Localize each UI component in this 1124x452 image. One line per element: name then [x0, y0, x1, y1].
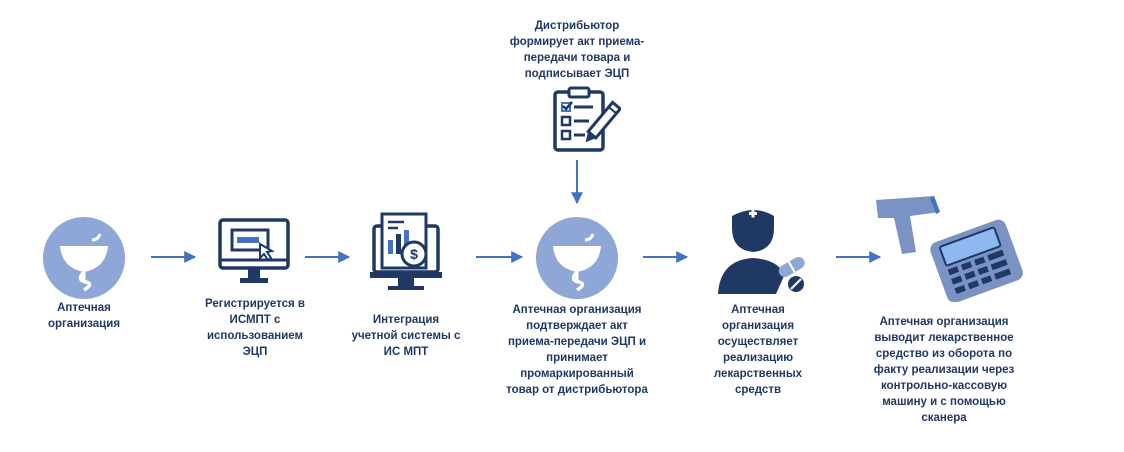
svg-text:$: $ — [410, 246, 418, 262]
pharmacy-symbol-icon — [42, 216, 126, 300]
pharmacist-icon — [716, 206, 808, 296]
distributor-label: Дистрибьютор формирует акт приема- перед… — [509, 20, 645, 80]
pharmacy-symbol-icon — [535, 216, 619, 300]
accounting-system-icon: $ — [368, 212, 444, 292]
computer-monitor-icon — [218, 218, 290, 288]
step4-label: Аптечная организация подтверждает акт пр… — [506, 304, 648, 396]
barcode-scanner-cash-register-icon — [874, 190, 1026, 303]
step2-label: Регистрируется в ИСМПТ с использованием … — [205, 298, 305, 358]
clipboard-checklist-icon — [549, 86, 623, 154]
step6-label: Аптечная организация выводит лекарственн… — [873, 316, 1015, 424]
step5-label: Аптечная организация осуществляет реализ… — [713, 304, 803, 396]
step3-label: Интеграция учетной системы с ИС МПТ — [351, 314, 461, 358]
step1-label: Аптечная организация — [47, 302, 121, 330]
